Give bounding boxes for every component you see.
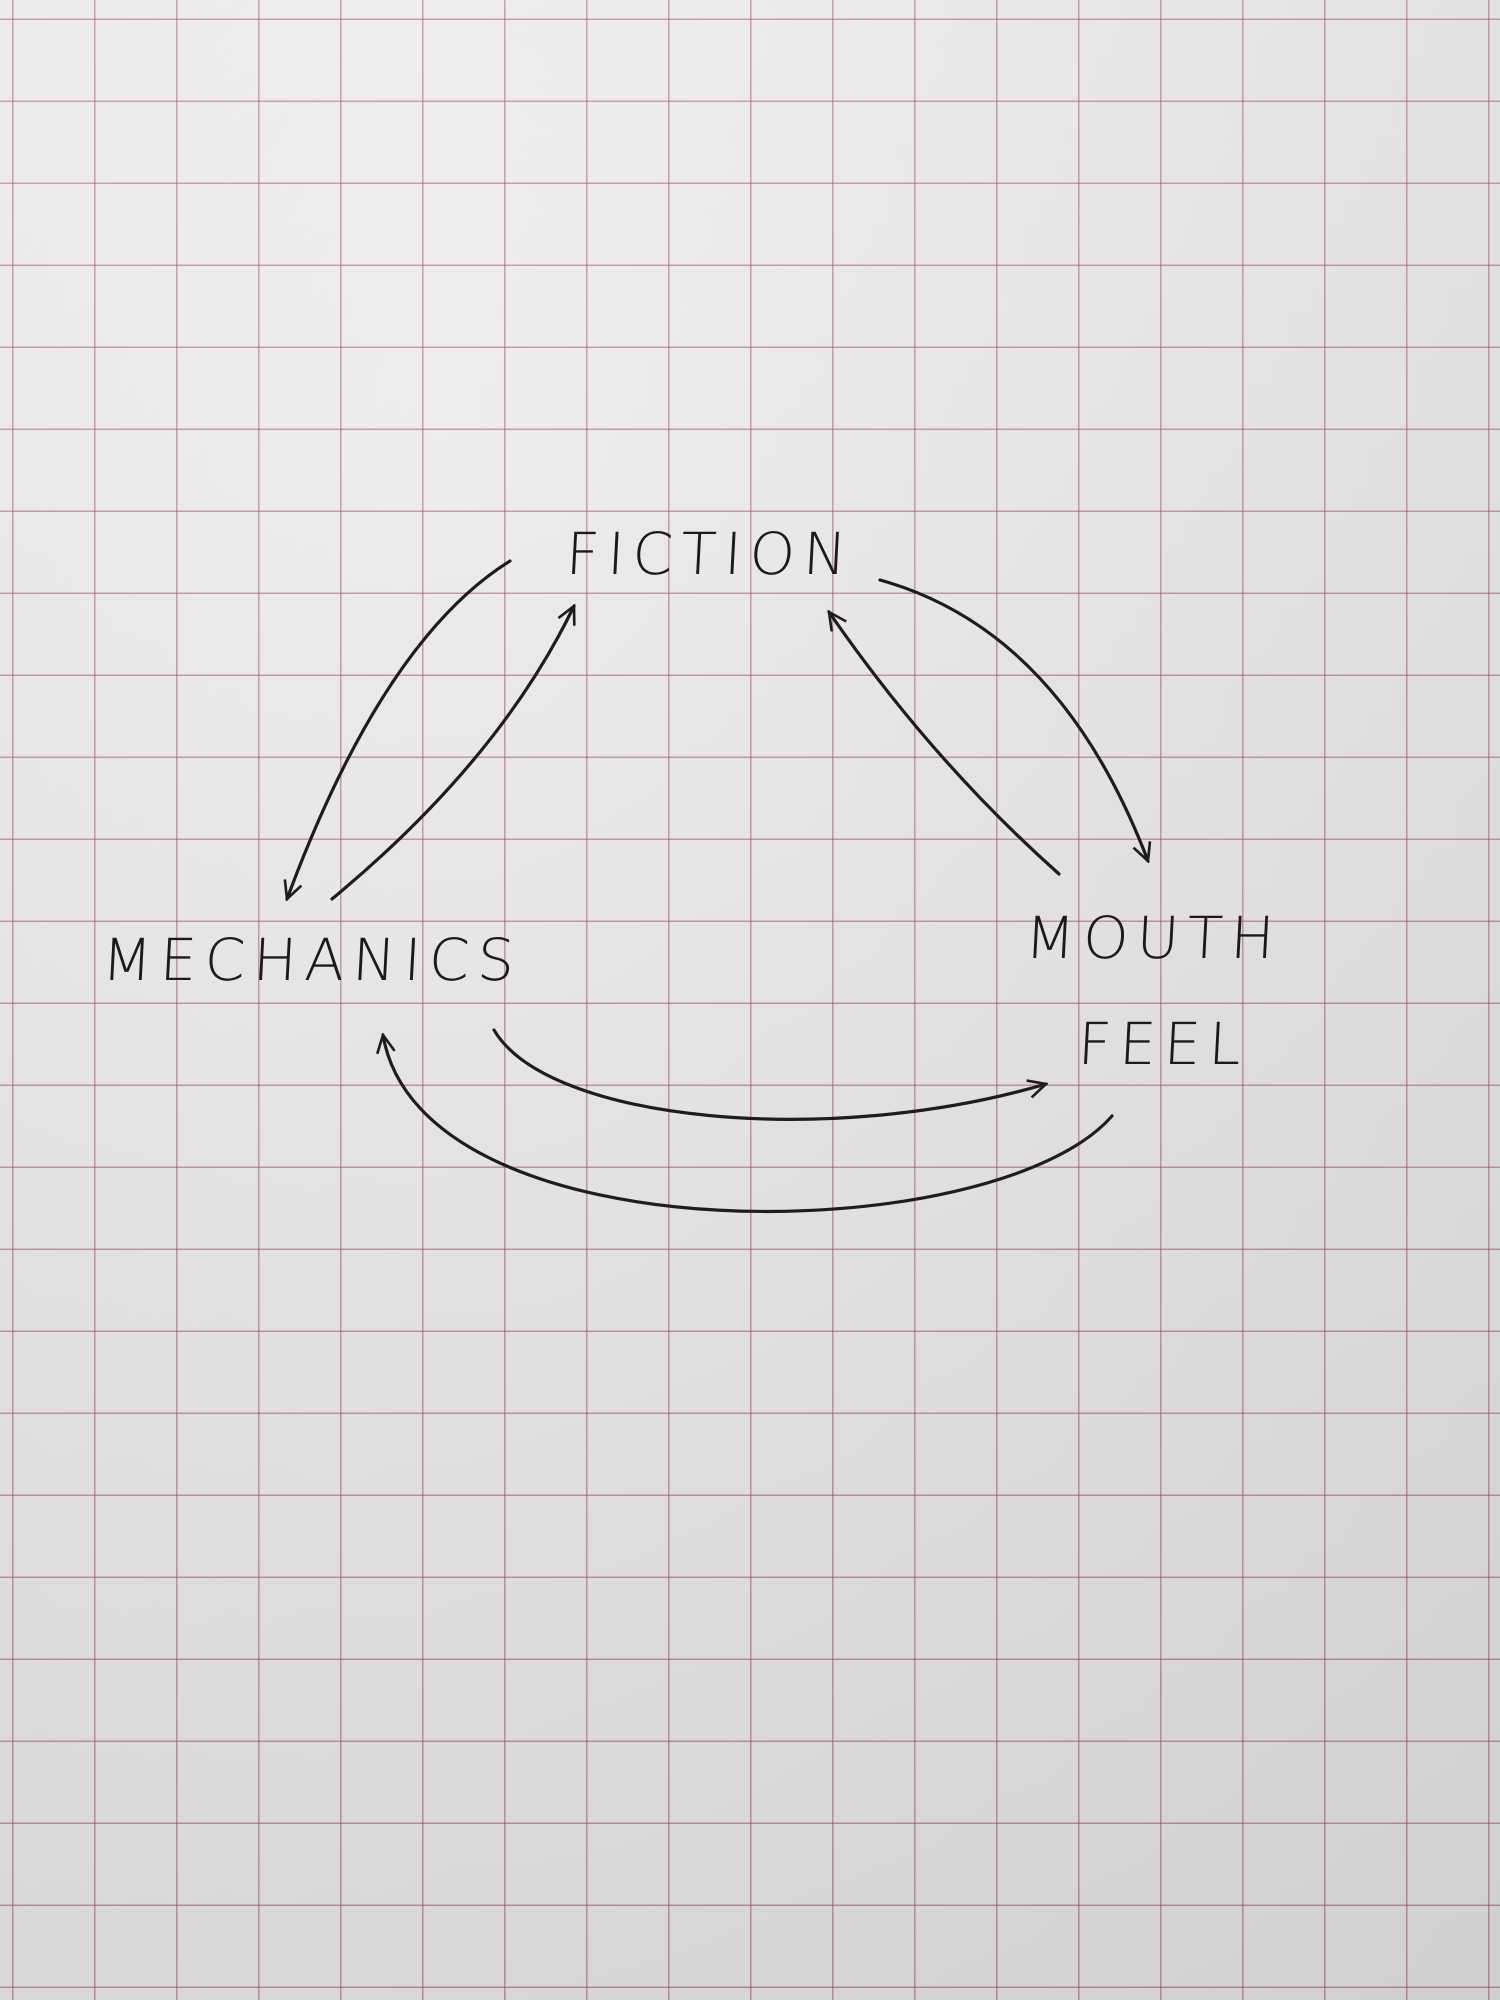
arrow-fiction-to-mechanics [287,559,512,899]
arrow-mouth-feel-to-mechanics [383,1035,1114,1213]
arrow-fiction-to-mouth-feel [878,578,1148,861]
node-mechanics: MECHANICS [100,926,525,994]
node-fiction: FICTION [564,520,857,588]
arrow-mechanics-to-fiction [330,606,574,901]
node-mouth-feel-line2: FEEL [1076,1010,1251,1078]
arrow-mouth-feel-to-fiction [829,612,1061,876]
arrow-mechanics-to-mouth-feel [492,1028,1046,1121]
node-mouth-feel-line1: MOUTH [1023,904,1284,972]
